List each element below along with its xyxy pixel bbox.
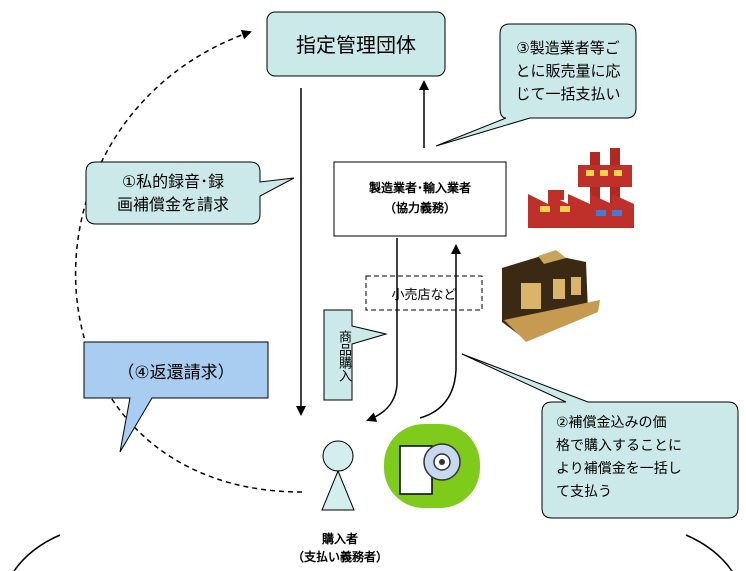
step2-line4: て支払う bbox=[556, 484, 612, 500]
purchase-callout-shape bbox=[323, 309, 388, 401]
purchaser-label: 購入者 （支払い義務者） bbox=[270, 530, 410, 566]
step1-line2: 画補償金を請求 bbox=[116, 195, 229, 214]
management-org-box bbox=[266, 11, 446, 77]
step2-callout-text: ②補償金込みの価 格で購入することに より補償金を一括し て支払う bbox=[542, 412, 738, 504]
step2-line1: ②補償金込みの価 bbox=[556, 415, 667, 431]
manufacturer-line1: 製造業者･輸入業者 bbox=[368, 181, 471, 195]
goods-flow-arrow bbox=[366, 238, 398, 422]
step1-line1: ①私的録音･録 bbox=[121, 172, 225, 191]
step1-callout-text: ①私的録音･録 画補償金を請求 bbox=[86, 170, 260, 216]
outer-frame-arc-right bbox=[685, 534, 733, 571]
step2-callout-shape bbox=[461, 353, 739, 519]
store-icon bbox=[502, 250, 600, 342]
retailer-label: 小売店など bbox=[391, 288, 457, 303]
payment-flow-arrow bbox=[419, 244, 461, 419]
step1-callout-shape bbox=[85, 161, 295, 225]
management-org-label: 指定管理団体 bbox=[296, 33, 416, 57]
purchaser-line1: 購入者 bbox=[321, 532, 358, 546]
refund-label: （④返還請求） bbox=[117, 363, 235, 383]
refund-dashed-arrow bbox=[75, 29, 303, 493]
retailer-box bbox=[365, 275, 483, 311]
manufacturer-line2: （協力義務） bbox=[383, 201, 456, 215]
step3-line2: とに販売量に応 bbox=[515, 62, 621, 80]
step2-line2: 格で購入することに bbox=[556, 438, 682, 454]
manufacturer-box bbox=[333, 161, 507, 237]
step3-callout-shape bbox=[435, 23, 637, 147]
step3-callout-text: ③製造業者等ご とに販売量に応 じて一括支払い bbox=[500, 37, 636, 106]
step2-line3: より補償金を一括し bbox=[556, 461, 682, 477]
cd-icon bbox=[384, 424, 480, 508]
step3-line3: じて一括支払い bbox=[515, 85, 621, 103]
factory-icon bbox=[528, 148, 634, 228]
purchase-vertical-label: 商品購入 bbox=[336, 330, 351, 382]
step3-line1: ③製造業者等ご bbox=[516, 39, 620, 57]
refund-callout-shape bbox=[83, 341, 269, 453]
manufacturer-label: 製造業者･輸入業者 （協力義務） bbox=[334, 178, 506, 218]
purchaser-line2: （支払い義務者） bbox=[291, 550, 388, 564]
person-icon bbox=[321, 440, 355, 511]
outer-frame-arc bbox=[13, 534, 61, 571]
